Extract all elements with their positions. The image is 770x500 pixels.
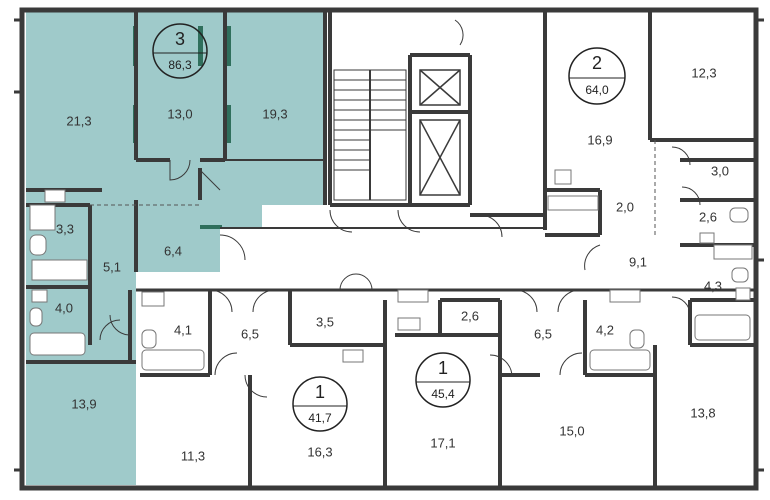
- room-area: 19,3: [262, 106, 287, 121]
- room-area: 6,4: [164, 243, 182, 258]
- room-area: 3,0: [711, 163, 729, 178]
- room-area: 2,6: [461, 308, 479, 323]
- sanitary-fixtures: [29, 169, 753, 371]
- staircase: [333, 69, 407, 201]
- apartment-badge[interactable]: 1 45,4: [415, 352, 471, 408]
- room-area: 2,6: [699, 209, 717, 224]
- room-area: 9,1: [629, 254, 647, 269]
- apartment-total-area: 41,7: [308, 411, 332, 425]
- apartment-number: 3: [175, 29, 185, 49]
- apartment-badge[interactable]: 3 86,3: [152, 23, 208, 79]
- apartment-number: 2: [592, 53, 602, 73]
- room-labels: 21,3 13,0 19,3 3,3 5,1 6,4 4,0 13,9 12,3…: [55, 65, 729, 463]
- room-area: 6,5: [241, 326, 259, 341]
- elevators: [419, 69, 461, 196]
- apartment-3-highlight[interactable]: [26, 12, 325, 485]
- apartment-badge[interactable]: 1 41,7: [292, 376, 348, 432]
- room-area: 3,5: [316, 314, 334, 329]
- door-swings: [99, 19, 701, 398]
- apartment-badge[interactable]: 2 64,0: [568, 47, 626, 105]
- room-area: 4,2: [596, 322, 614, 337]
- room-area: 2,0: [616, 199, 634, 214]
- room-area: 15,0: [559, 423, 584, 438]
- room-area: 16,3: [307, 444, 332, 459]
- room-area: 21,3: [66, 113, 91, 128]
- room-area: 12,3: [691, 65, 716, 80]
- apartment-total-area: 64,0: [585, 83, 609, 97]
- apartment-total-area: 86,3: [168, 58, 192, 72]
- room-area: 11,3: [181, 448, 205, 463]
- room-area: 16,9: [587, 132, 612, 147]
- apartment-number: 1: [315, 382, 325, 402]
- apartment-badges: 3 86,3 2 64,0 1 41,7 1 45,4: [152, 23, 626, 432]
- room-area: 13,8: [690, 405, 715, 420]
- outer-walls: [14, 7, 764, 491]
- room-area: 6,5: [534, 326, 552, 341]
- room-area: 3,3: [56, 221, 74, 236]
- room-area: 17,1: [430, 435, 455, 450]
- zone-boundaries: [90, 140, 656, 235]
- room-area: 5,1: [103, 259, 121, 274]
- apartment-total-area: 45,4: [431, 387, 455, 401]
- room-area: 4,1: [174, 322, 192, 337]
- apartment-number: 1: [438, 358, 448, 378]
- room-area: 4,3: [704, 278, 722, 293]
- interior-walls: [26, 12, 755, 488]
- room-area: 13,9: [71, 396, 96, 411]
- room-area: 13,0: [167, 106, 192, 121]
- room-area: 4,0: [55, 300, 73, 315]
